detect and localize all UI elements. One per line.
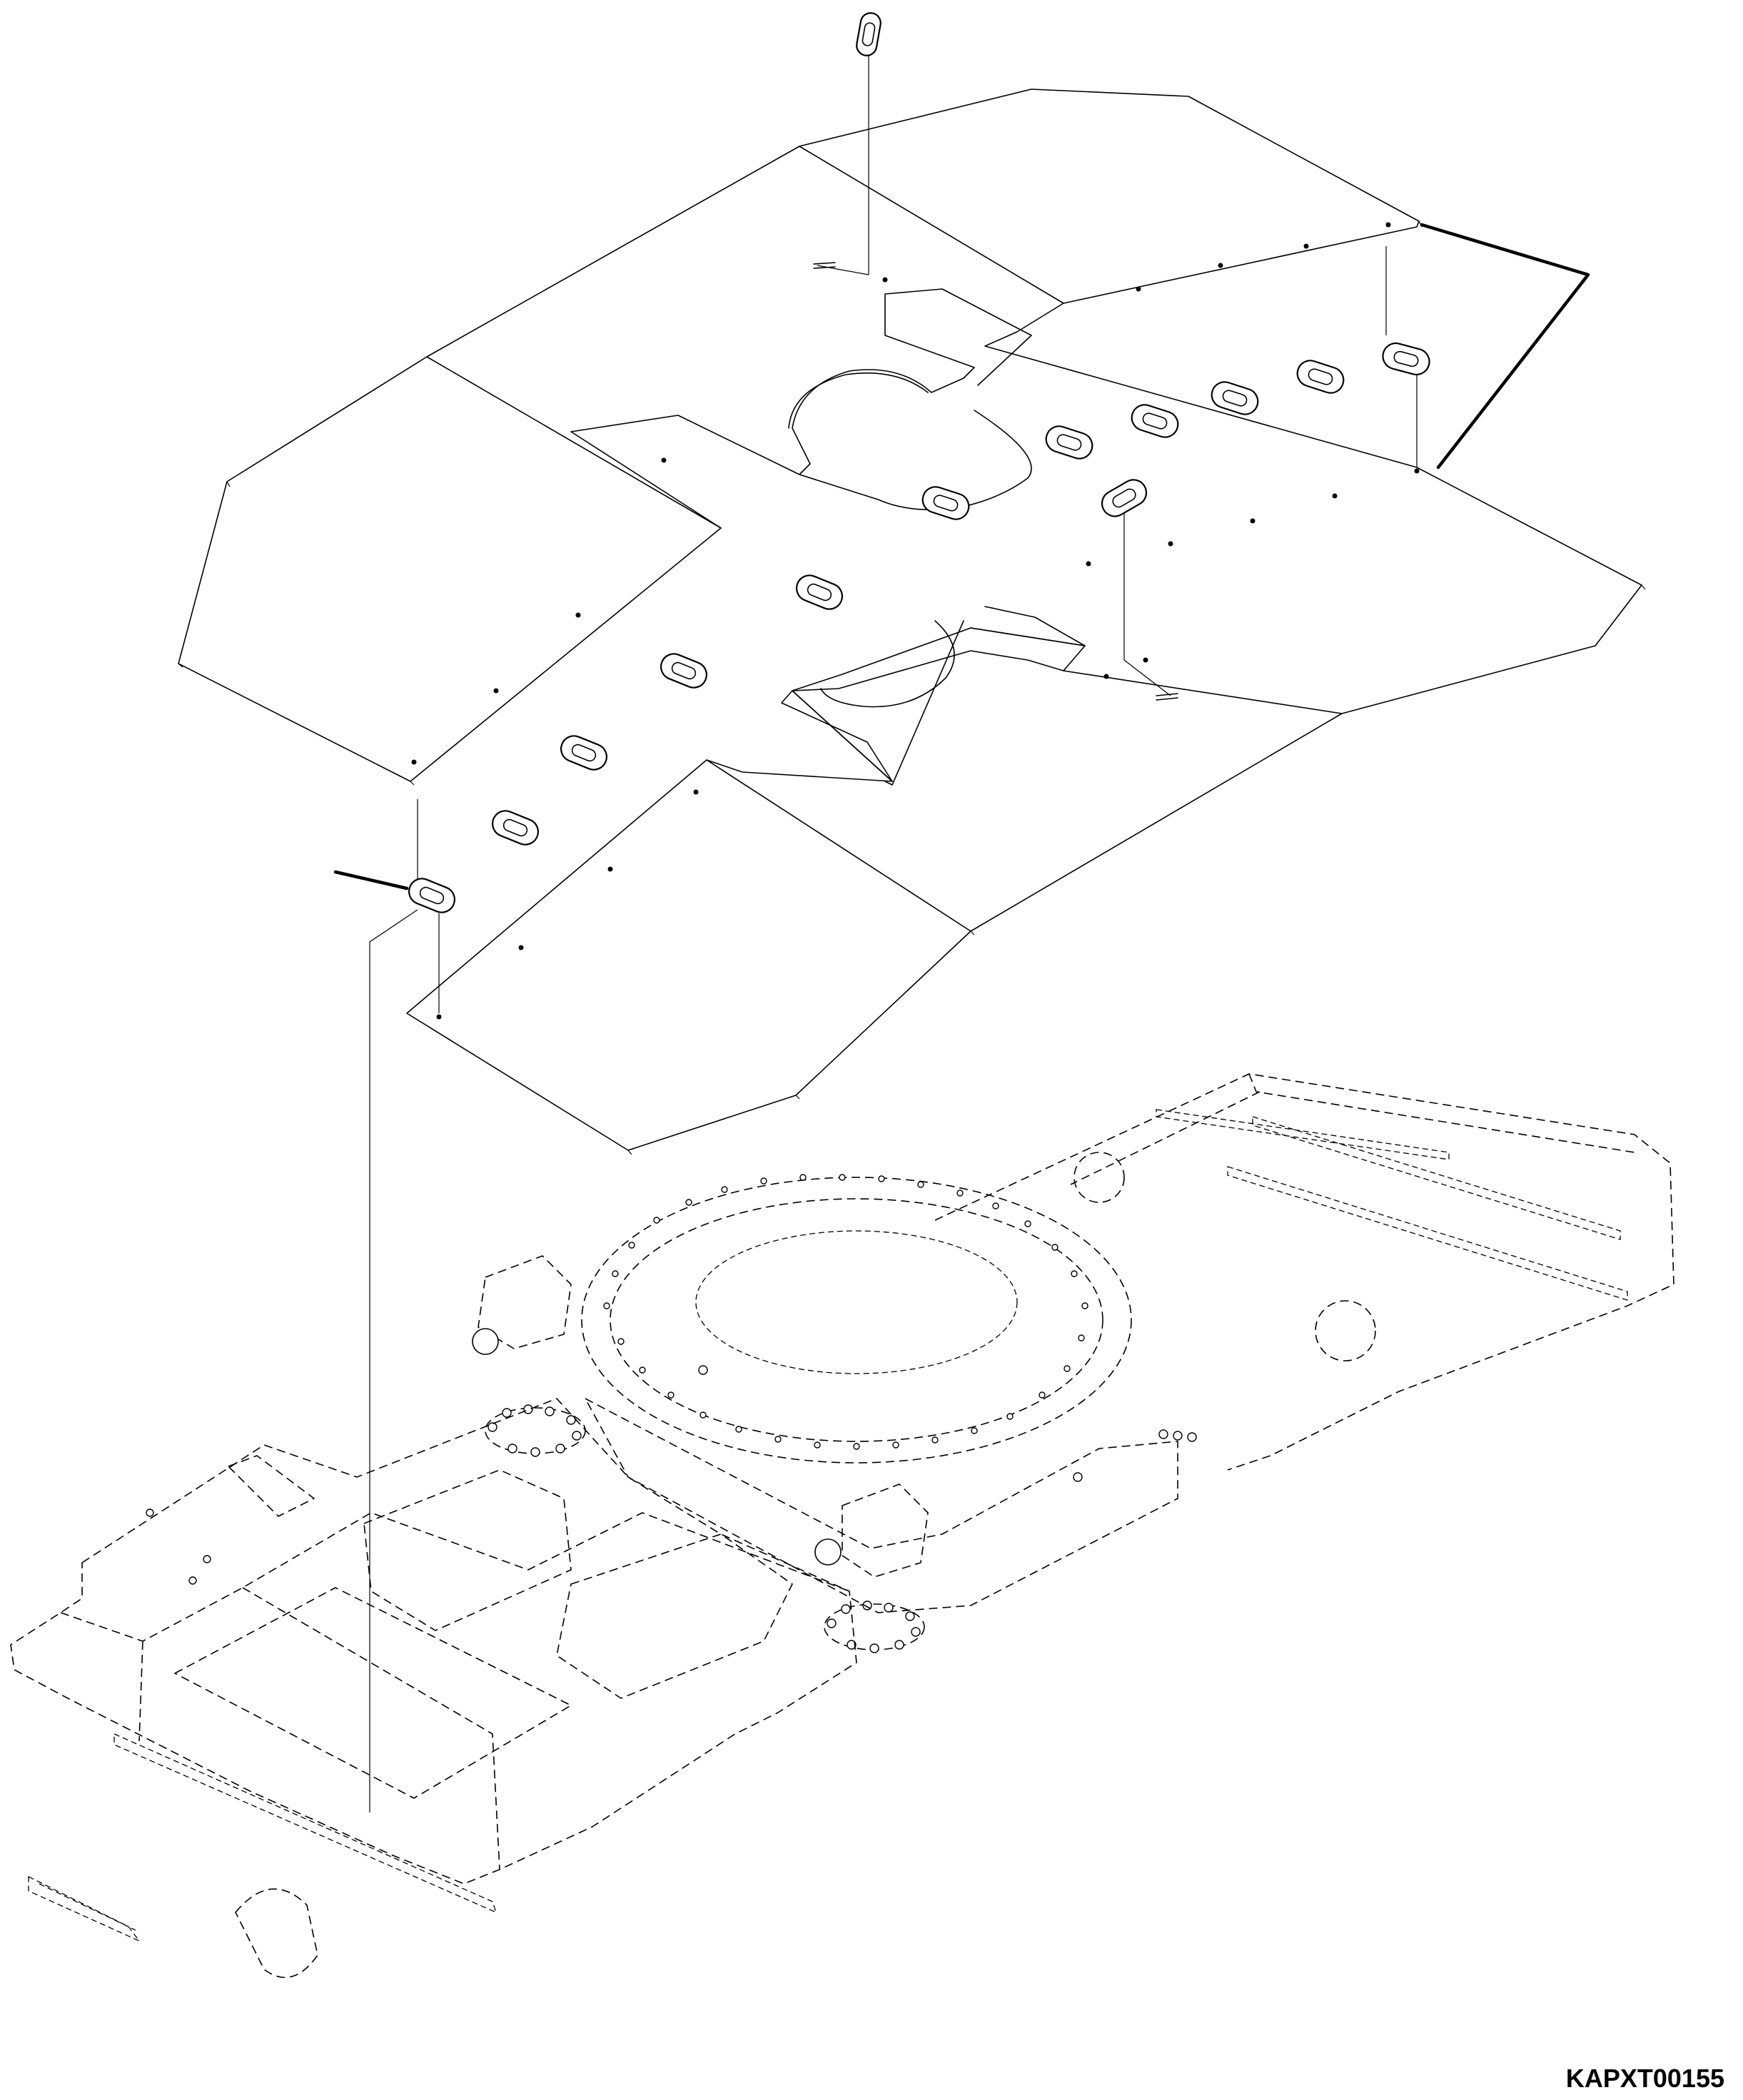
- clip-r5: [1045, 425, 1093, 460]
- clip-l1: [921, 486, 970, 520]
- pin-right: [814, 1538, 842, 1566]
- clip-r2: [1296, 360, 1345, 394]
- leader-right: [1420, 223, 1590, 470]
- detail-hole-2: [1073, 1472, 1083, 1482]
- frame-rail-3: [1252, 1116, 1621, 1240]
- slewing-ring-bolts: [603, 1174, 1088, 1450]
- clip-l6: [408, 878, 456, 913]
- cover-plate-center: [426, 146, 1343, 932]
- slewing-ring-bore: [695, 1230, 1018, 1374]
- pin-left: [472, 1328, 499, 1355]
- clip-l4: [560, 735, 608, 771]
- frame-left-ear: [235, 1888, 318, 1978]
- frame-left-block: [10, 1398, 857, 1885]
- slewing-ring-inner: [610, 1198, 1103, 1442]
- lower-cutout: [820, 620, 955, 708]
- slot-lower: [1156, 693, 1178, 701]
- detail-hole-7: [188, 1576, 197, 1585]
- frame-right-arm: [934, 1073, 1674, 1471]
- slot-upper: [813, 262, 836, 269]
- leader-lines: [333, 223, 1590, 891]
- frame-left-pocket-3: [556, 1533, 793, 1699]
- clip-r3: [1211, 381, 1259, 415]
- frame-left-top: [60, 1512, 850, 1870]
- frame-rail-1: [1156, 1109, 1450, 1160]
- detail-hole-5: [1187, 1432, 1197, 1442]
- cover-plate-outline: [406, 88, 1642, 1151]
- frame-left-rail: [113, 1733, 497, 1914]
- clip-l2: [795, 574, 844, 610]
- cover-plate-left-wing: [178, 146, 1032, 782]
- center-body: [585, 1398, 1178, 1613]
- boom-mount-right: [842, 1483, 929, 1578]
- cover-plate-edge: [178, 220, 1646, 1155]
- flange-bolts: [487, 1404, 921, 1653]
- revolving-frame: [10, 1073, 1674, 1978]
- detail-hole-1: [698, 1365, 708, 1375]
- assembly-lines: [369, 49, 1418, 1812]
- flange-right: [824, 1603, 925, 1650]
- frame-hole-upper: [1073, 1152, 1125, 1203]
- detail-hole-4: [1173, 1431, 1183, 1441]
- leader-left: [333, 870, 409, 891]
- flange-left: [485, 1407, 586, 1454]
- frame-left-tab: [228, 1455, 315, 1517]
- detail-hole-3: [1158, 1429, 1168, 1439]
- detail-hole-6: [203, 1555, 211, 1563]
- slewing-ring-outer: [581, 1177, 1132, 1464]
- boom-mount-left: [478, 1255, 572, 1349]
- clip-top: [856, 12, 881, 56]
- upper-cutout: [788, 372, 929, 429]
- bolt-holes: [411, 222, 1420, 1020]
- frame-hole-lower: [1315, 1300, 1376, 1361]
- frame-left-pocket-2: [363, 1469, 572, 1631]
- clips: [408, 12, 1430, 913]
- clip-r6: [1101, 479, 1148, 517]
- clip-r1: [1382, 343, 1430, 375]
- clip-r4: [1131, 404, 1179, 438]
- frame-rail-2: [1227, 1166, 1628, 1301]
- figure-code: KAPXT00155: [1566, 2064, 1724, 2093]
- clip-l5: [491, 810, 540, 846]
- cover-plate: [178, 88, 1646, 1155]
- clip-l3: [660, 653, 708, 689]
- frame-left-foot: [28, 1875, 140, 1942]
- detail-hole-8: [146, 1508, 154, 1517]
- frame-left-pocket-1: [174, 1587, 572, 1799]
